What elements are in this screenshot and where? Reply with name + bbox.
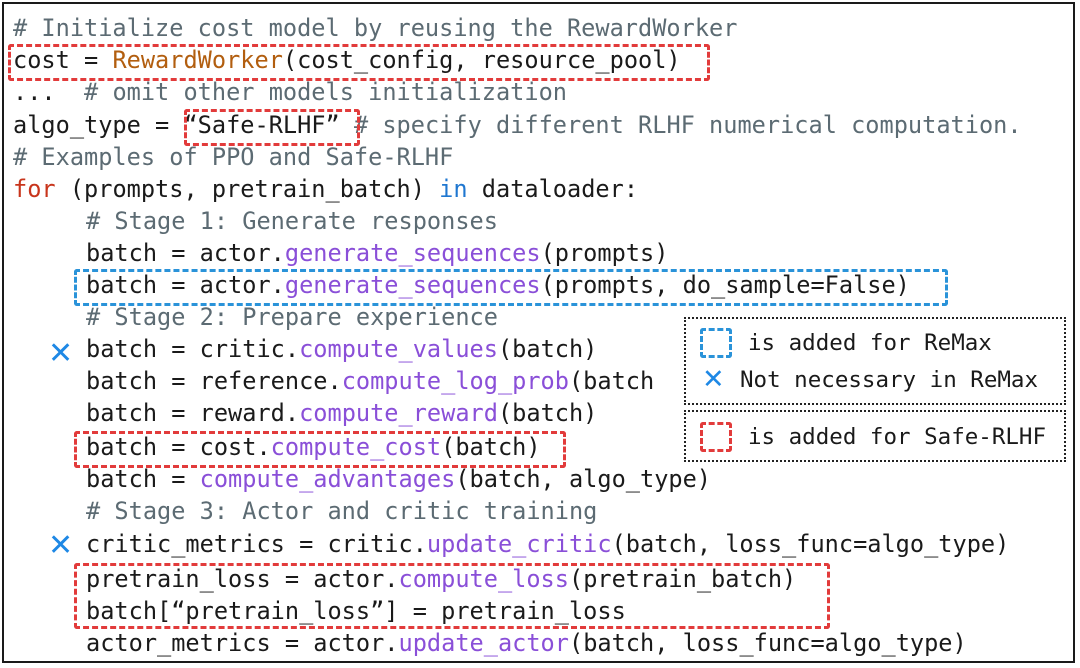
cross-icon: ✕	[702, 364, 725, 395]
code-token: critic_metrics = critic.	[86, 530, 427, 558]
code-line: for (prompts, pretrain_batch) in dataloa…	[13, 173, 638, 205]
code-token: for	[13, 175, 56, 203]
code-token: (batch, algo_type)	[455, 465, 712, 493]
code-token: RewardWorker	[112, 46, 283, 74]
safe-rlhf-legend: is added for Safe-RLHF	[684, 410, 1066, 462]
red-dashed-box-icon	[700, 422, 732, 452]
code-token: compute_values	[299, 335, 498, 363]
code-token: algo_type =	[13, 111, 184, 139]
code-token: # Stage 1: Generate responses	[86, 207, 498, 235]
safe-rlhf-highlight-box	[74, 563, 830, 629]
code-token: batch = cost.	[86, 433, 271, 461]
remax-added-label: is added for ReMax	[748, 330, 992, 356]
remax-highlight-box	[74, 269, 948, 306]
code-token: (prompts, do_sample=False)	[540, 271, 910, 299]
safe-rlhf-highlight-box	[184, 109, 360, 146]
code-token: batch =	[86, 465, 200, 493]
code-token: # omit other models initialization	[84, 78, 567, 106]
code-line: batch[“pretrain_loss”] = pretrain_loss	[86, 595, 626, 627]
code-line: batch = reference.compute_log_prob(batch	[86, 365, 654, 397]
code-line: # Initialize cost model by reusing the R…	[13, 12, 737, 44]
code-token: generate_sequences	[284, 239, 541, 267]
code-token: pretrain_loss = actor.	[86, 565, 399, 593]
code-token: actor_metrics = actor.	[86, 629, 399, 657]
code-token: (batch, loss_func=algo_type)	[611, 530, 1010, 558]
remax-not-necessary-label: Not necessary in ReMax	[740, 367, 1039, 393]
code-line: batch = cost.compute_cost(batch)	[86, 431, 541, 463]
remax-legend: is added for ReMax ✕ Not necessary in Re…	[684, 317, 1066, 405]
code-token: update_critic	[426, 530, 612, 558]
safe-rlhf-highlight-box	[8, 44, 710, 81]
code-token: compute_reward	[299, 399, 498, 427]
blue-dashed-box-icon	[700, 328, 732, 358]
code-token: (cost_config, resource_pool)	[282, 46, 681, 74]
code-token: batch = reward.	[86, 399, 300, 427]
code-token: batch = actor.	[86, 239, 285, 267]
code-token: (pretrain_batch)	[568, 565, 797, 593]
code-line: # Examples of PPO and Safe-RLHF	[13, 141, 453, 173]
code-token: (batch)	[497, 335, 598, 363]
code-token: (batch)	[441, 433, 541, 461]
code-token: batch = actor.	[86, 271, 285, 299]
code-token: in	[439, 175, 468, 203]
safe-rlhf-highlight-box	[74, 431, 566, 468]
code-token: batch[“pretrain_loss”] = pretrain_loss	[86, 597, 626, 625]
code-line: # Stage 1: Generate responses	[86, 205, 498, 237]
code-token: dataloader:	[467, 175, 639, 203]
code-line: ... # omit other models initialization	[13, 76, 567, 108]
code-line: cost = RewardWorker(cost_config, resourc…	[13, 44, 681, 76]
code-token: compute_cost	[270, 433, 442, 461]
code-token: batch = critic.	[86, 335, 300, 363]
code-line: actor_metrics = actor.update_actor(batch…	[86, 627, 967, 659]
not-necessary-cross-icon: ✕	[48, 336, 74, 371]
code-token: cost =	[13, 46, 113, 74]
code-token: # Initialize cost model by reusing the R…	[13, 14, 738, 42]
code-line: # Stage 2: Prepare experience	[86, 301, 498, 333]
code-token: # Examples of PPO and Safe-RLHF	[13, 143, 454, 171]
code-token: (prompts, pretrain_batch)	[55, 175, 440, 203]
code-line: batch = compute_advantages(batch, algo_t…	[86, 463, 711, 495]
safe-rlhf-added-label: is added for Safe-RLHF	[748, 424, 1047, 450]
code-token: (batch, loss_func=algo_type)	[568, 629, 967, 657]
code-token: compute_loss	[398, 565, 569, 593]
code-token: compute_log_prob	[341, 367, 569, 395]
code-token: # Stage 2: Prepare experience	[86, 303, 498, 331]
code-token: batch = reference.	[86, 367, 342, 395]
code-token: (batch	[568, 367, 655, 395]
code-token: (batch)	[497, 399, 598, 427]
code-token: compute_advantages	[199, 465, 456, 493]
code-line: batch = actor.generate_sequences(prompts…	[86, 269, 910, 301]
code-line: batch = actor.generate_sequences(prompts…	[86, 237, 668, 269]
code-token: (prompts)	[540, 239, 669, 267]
code-line: batch = reward.compute_reward(batch)	[86, 397, 597, 429]
code-line: batch = critic.compute_values(batch)	[86, 333, 597, 365]
code-token: update_actor	[398, 629, 569, 657]
code-line: # Stage 3: Actor and critic training	[86, 495, 597, 527]
code-token: ...	[13, 78, 85, 106]
code-line: algo_type = “Safe-RLHF” # specify differ…	[13, 109, 1022, 141]
code-token: “Safe-RLHF”	[183, 111, 340, 139]
code-token: # Stage 3: Actor and critic training	[86, 497, 598, 525]
code-token: generate_sequences	[284, 271, 541, 299]
not-necessary-cross-icon: ✕	[48, 528, 74, 563]
code-token: # specify different RLHF numerical compu…	[339, 111, 1022, 139]
code-line: critic_metrics = critic.update_critic(ba…	[86, 528, 1009, 560]
code-line: pretrain_loss = actor.compute_loss(pretr…	[86, 563, 796, 595]
